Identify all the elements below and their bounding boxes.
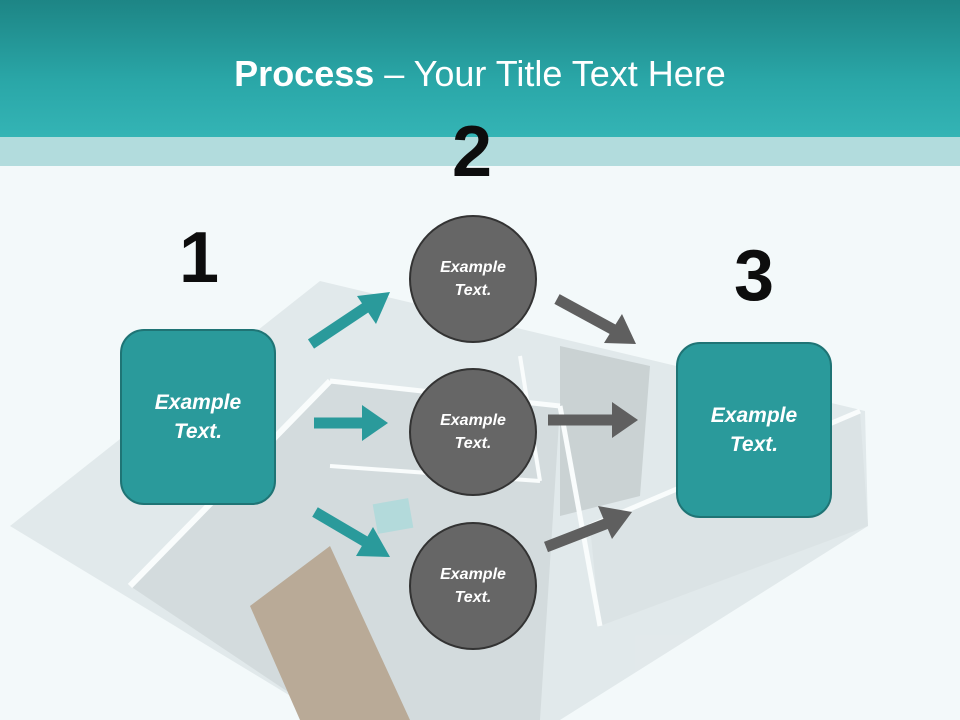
title-bold-part: Process: [234, 53, 375, 94]
header-bar: [0, 0, 960, 137]
step2-circle-top[interactable]: Example Text.: [409, 215, 537, 343]
step1-box-text: Example Text.: [154, 391, 242, 443]
step3-box[interactable]: Example Text.: [676, 342, 832, 518]
step2-circle-middle[interactable]: Example Text.: [409, 368, 537, 496]
circle-middle-text: Example Text.: [440, 412, 506, 452]
header-accent-band: [0, 137, 960, 166]
step-number-1: 1: [178, 218, 220, 298]
step1-box[interactable]: Example Text.: [120, 329, 276, 505]
step-number-2: 2: [451, 112, 493, 192]
circle-bottom-text: Example Text.: [440, 566, 506, 606]
title-rest-part: – Your Title Text Here: [374, 53, 726, 94]
step2-circle-bottom[interactable]: Example Text.: [409, 522, 537, 650]
step-number-3: 3: [733, 236, 775, 316]
step3-box-text: Example Text.: [710, 404, 798, 456]
circle-top-text: Example Text.: [440, 259, 506, 299]
page-title: Process – Your Title Text Here: [0, 52, 960, 96]
